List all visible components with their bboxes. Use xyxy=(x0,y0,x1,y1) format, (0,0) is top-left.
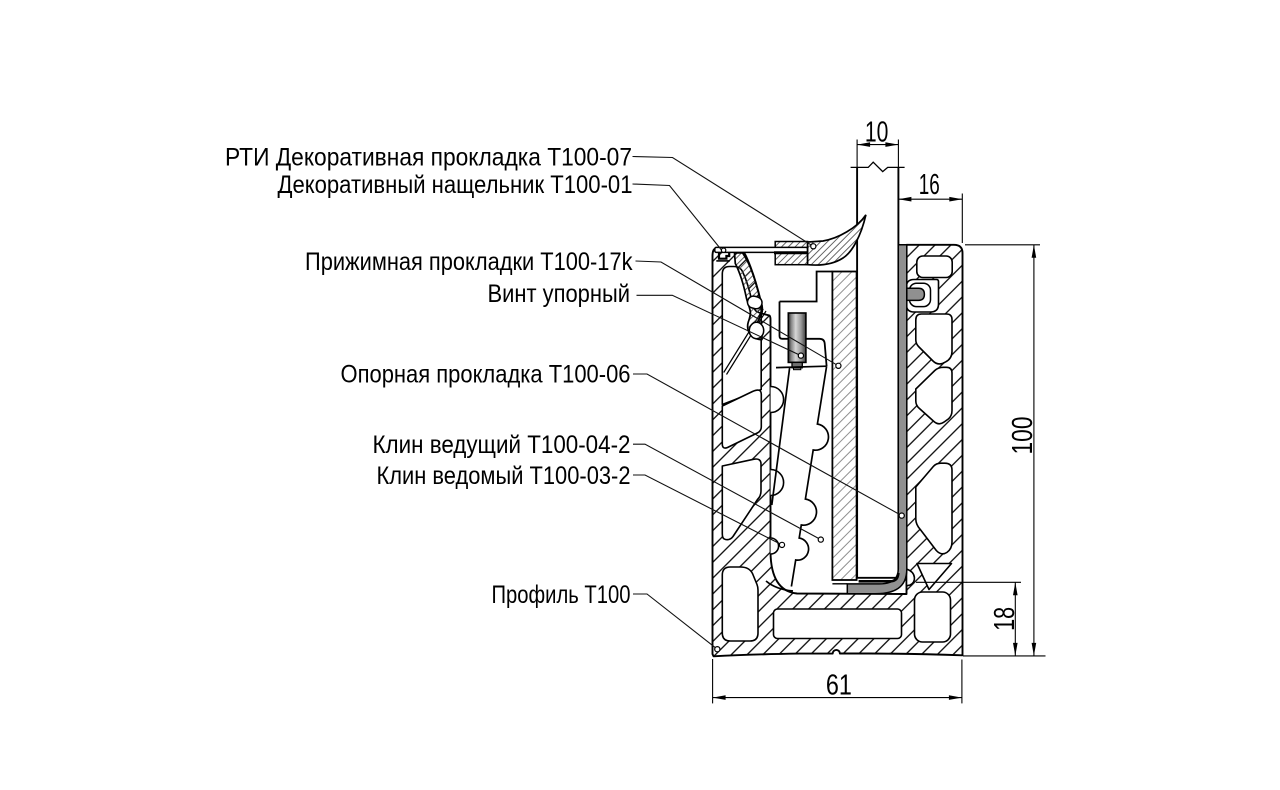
svg-text:Клин ведомый Т100-03-2: Клин ведомый Т100-03-2 xyxy=(377,462,631,490)
svg-text:РТИ Декоративная прокладка Т10: РТИ Декоративная прокладка Т100-07 xyxy=(225,143,632,171)
svg-text:16: 16 xyxy=(919,169,940,201)
svg-text:Профиль Т100: Профиль Т100 xyxy=(492,581,631,609)
svg-text:61: 61 xyxy=(826,670,852,702)
svg-text:Опорная прокладка Т100-06: Опорная прокладка Т100-06 xyxy=(341,361,631,389)
svg-text:100: 100 xyxy=(1007,417,1039,455)
svg-text:Винт упорный: Винт упорный xyxy=(488,280,631,308)
svg-text:Клин ведущий Т100-04-2: Клин ведущий Т100-04-2 xyxy=(373,431,631,459)
svg-text:Прижимная прокладки Т100-17k: Прижимная прокладки Т100-17k xyxy=(305,248,633,276)
svg-text:10: 10 xyxy=(865,117,889,149)
svg-text:18: 18 xyxy=(989,607,1021,631)
svg-text:Декоративный нащельник Т100-01: Декоративный нащельник Т100-01 xyxy=(278,171,633,199)
